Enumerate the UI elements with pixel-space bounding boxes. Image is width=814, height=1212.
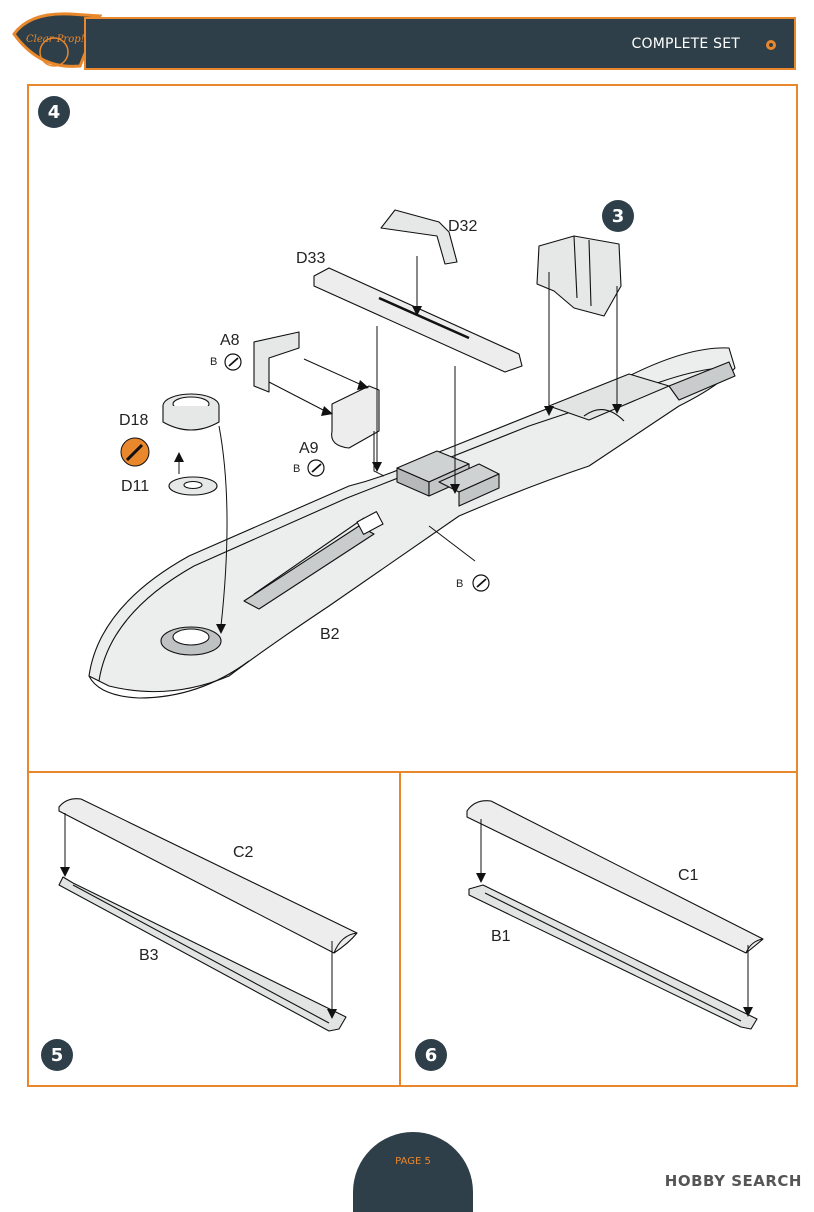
header-bar: COMPLETE SET: [84, 17, 796, 70]
glue-marker-label: B: [210, 356, 218, 368]
clear-prop-logo: Clear Prop!: [10, 8, 106, 74]
page-number: PAGE 5: [395, 1156, 431, 1167]
document-title: COMPLETE SET: [631, 36, 740, 52]
step-6-panel: C1 B1 6: [399, 771, 798, 1087]
step-4-panel: 4 3: [27, 84, 798, 773]
part-label-d33: D33: [296, 250, 326, 267]
part-label-a9: A9: [299, 440, 319, 457]
propeller-dot-icon: [766, 40, 776, 50]
page-tab: [353, 1132, 473, 1212]
fuselage-floor-assembly-drawing: [88, 209, 736, 699]
glue-marker-label: B: [456, 578, 464, 590]
part-label-c1: C1: [678, 867, 699, 884]
part-label-d32: D32: [448, 218, 478, 235]
part-label-b2: B2: [320, 626, 340, 643]
svg-text:Clear Prop!: Clear Prop!: [26, 34, 85, 45]
step-number-badge: 4: [38, 96, 70, 128]
step-5-panel: C2 B3 5: [27, 771, 401, 1087]
wing-panel-5-drawing: [58, 798, 358, 1032]
step-number-badge: 6: [415, 1039, 447, 1071]
hobby-search-watermark: HOBBY SEARCH: [664, 1172, 802, 1190]
glue-marker-label: B: [293, 463, 301, 475]
part-label-b3: B3: [139, 947, 159, 964]
wing-panel-6-drawing: [466, 800, 764, 1030]
part-label-b1: B1: [491, 928, 511, 945]
step-number-badge: 5: [41, 1039, 73, 1071]
part-label-d18: D18: [119, 412, 149, 429]
part-label-d11: D11: [121, 478, 150, 495]
part-label-c2: C2: [233, 844, 254, 861]
part-label-a8: A8: [220, 332, 240, 349]
reference-step-badge: 3: [602, 200, 634, 232]
